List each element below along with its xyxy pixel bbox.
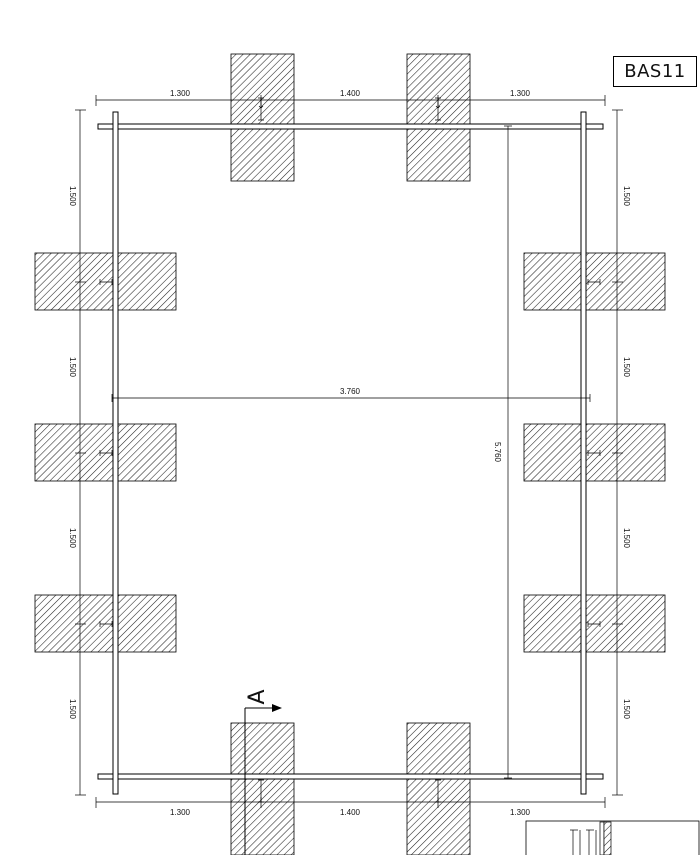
- dim-right-4: 1.500: [622, 699, 631, 720]
- footing-pad-left-2: [34, 423, 177, 482]
- dim-right-2: 1.500: [622, 357, 631, 378]
- footing-pad-top-right: [406, 53, 471, 182]
- footing-pad-bottom-left: [230, 722, 295, 855]
- right-dimension-line: 1.500 1.500 1.500 1.500: [612, 109, 631, 796]
- dim-left-2: 1.500: [68, 357, 77, 378]
- footing-pad-left-3: [34, 594, 177, 653]
- dim-bottom-2: 1.400: [340, 808, 361, 817]
- top-dimension-line: 1.300 1.400 1.300: [95, 89, 606, 106]
- left-post: [112, 111, 119, 795]
- footing-pad-top-left: [230, 53, 295, 182]
- dim-inner-length: 5.760: [493, 442, 502, 463]
- dim-left-4: 1.500: [68, 699, 77, 720]
- dim-left-1: 1.500: [68, 186, 77, 207]
- inner-length-dimension: 5.760: [493, 125, 512, 779]
- section-marker-a: A: [244, 689, 282, 855]
- bottom-dimension-line: 1.300 1.400 1.300: [95, 797, 606, 817]
- dim-top-1: 1.300: [170, 89, 191, 98]
- bottom-beam: [97, 773, 604, 780]
- dim-bottom-3: 1.300: [510, 808, 531, 817]
- footing-pad-right-3: [523, 594, 666, 653]
- dim-bottom-1: 1.300: [170, 808, 191, 817]
- dim-right-3: 1.500: [622, 528, 631, 549]
- frame: [97, 111, 604, 795]
- dim-left-3: 1.500: [68, 528, 77, 549]
- dim-top-3: 1.300: [510, 89, 531, 98]
- dim-inner-width: 3.760: [340, 387, 361, 396]
- drawing-tag-label: BAS11: [624, 61, 686, 82]
- dim-top-2: 1.400: [340, 89, 361, 98]
- top-beam: [97, 123, 604, 130]
- left-dimension-line: 1.500 1.500 1.500 1.500: [68, 109, 86, 796]
- detail-view-partial: [525, 820, 700, 855]
- footing-pad-right-1: [523, 252, 666, 311]
- dim-right-1: 1.500: [622, 186, 631, 207]
- footing-pads: [34, 53, 666, 855]
- footing-pad-left-1: [34, 252, 177, 311]
- inner-width-dimension: 3.760: [111, 387, 591, 402]
- section-label: A: [245, 689, 270, 704]
- footing-pad-right-2: [523, 423, 666, 482]
- footing-pad-bottom-right: [406, 722, 471, 855]
- right-post: [580, 111, 587, 795]
- drawing-tag: BAS11: [613, 56, 697, 87]
